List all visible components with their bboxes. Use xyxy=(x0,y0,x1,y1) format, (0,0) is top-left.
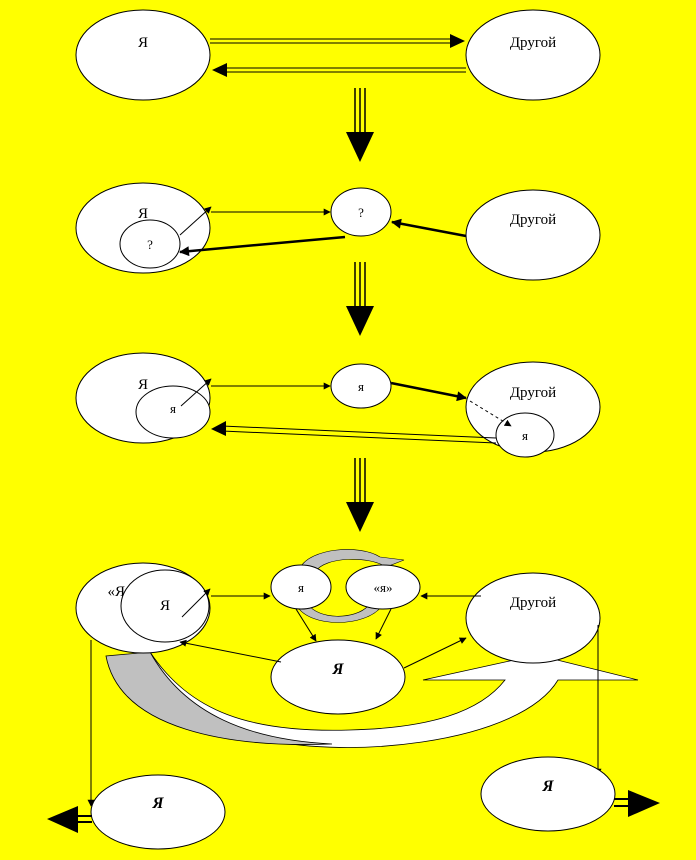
node-center-right-stage4 xyxy=(345,564,421,610)
arrow-middle-to-other-stage3 xyxy=(390,381,467,402)
arrow-center-left-to-main xyxy=(295,608,317,642)
arrow-dashed-to-inner-stage3 xyxy=(469,400,512,427)
arrow-other-to-middle-stage2 xyxy=(391,218,467,238)
transition-arrow-1 xyxy=(346,88,374,162)
node-self-inner-stage2 xyxy=(119,219,181,269)
label-result-right: Я xyxy=(541,778,554,795)
label-self-stage3: Я xyxy=(138,377,148,393)
grey-crescent-band xyxy=(105,651,333,745)
arrow-inner-out-stage2 xyxy=(179,206,212,236)
double-arrow-other-to-self-stage3 xyxy=(211,421,497,444)
node-self-stage1 xyxy=(75,9,211,101)
arrow-inner-out-stage4 xyxy=(181,588,211,618)
double-arrow-left-stage1 xyxy=(212,63,466,77)
label-other-inner-stage3: я xyxy=(522,428,528,443)
label-other-stage1: Другой xyxy=(510,35,556,51)
node-other-stage4 xyxy=(465,572,601,664)
label-center-main-stage4: Я xyxy=(331,661,344,678)
output-arrow-left xyxy=(47,806,92,833)
label-center-right-stage4: «я» xyxy=(374,580,393,595)
arrow-middle-to-inner-stage2 xyxy=(179,235,346,257)
node-self-inner-stage4 xyxy=(120,569,210,643)
label-self-stage2: Я xyxy=(138,206,148,222)
node-middle-stage2 xyxy=(330,187,392,237)
node-self-inner-stage3 xyxy=(135,385,211,439)
transition-arrow-3 xyxy=(346,458,374,532)
label-other-stage4: Другой xyxy=(510,595,556,611)
node-other-stage1 xyxy=(465,9,601,101)
label-self-inner-stage4: Я xyxy=(160,598,170,614)
node-center-main-stage4 xyxy=(270,639,406,715)
label-middle-stage2: ? xyxy=(358,205,364,220)
label-other-stage2: Другой xyxy=(510,212,556,228)
transition-arrow-2 xyxy=(346,262,374,336)
label-other-stage3: Другой xyxy=(510,385,556,401)
label-middle-stage3: я xyxy=(358,379,364,394)
node-other-stage2 xyxy=(465,189,601,281)
label-self-inner-stage3: я xyxy=(170,401,176,416)
node-middle-stage3 xyxy=(330,363,392,409)
arrow-main-to-other xyxy=(403,637,467,669)
label-self-stage1: Я xyxy=(138,35,148,51)
double-arrow-right-stage1 xyxy=(210,34,465,48)
stage-1: Я Другой xyxy=(75,9,601,101)
cycle-ribbon-top xyxy=(299,549,405,573)
stage-2: Я ? ? Другой xyxy=(75,182,601,281)
label-self-inner-stage2: ? xyxy=(147,237,153,252)
node-result-right xyxy=(480,756,616,832)
arrow-main-to-self xyxy=(179,639,282,663)
label-center-left-stage4: я xyxy=(298,580,304,595)
node-result-left xyxy=(90,774,226,850)
stage-3: Я я я Другой я xyxy=(75,352,601,458)
label-result-left: Я xyxy=(151,795,164,812)
stage-4: «Я» Я я «я» Я Другой Я Я xyxy=(47,549,660,850)
arrow-inner-out-stage3 xyxy=(180,378,212,407)
arrow-center-right-to-main xyxy=(375,608,392,640)
node-center-left-stage4 xyxy=(270,564,332,610)
output-arrow-right xyxy=(614,790,660,817)
